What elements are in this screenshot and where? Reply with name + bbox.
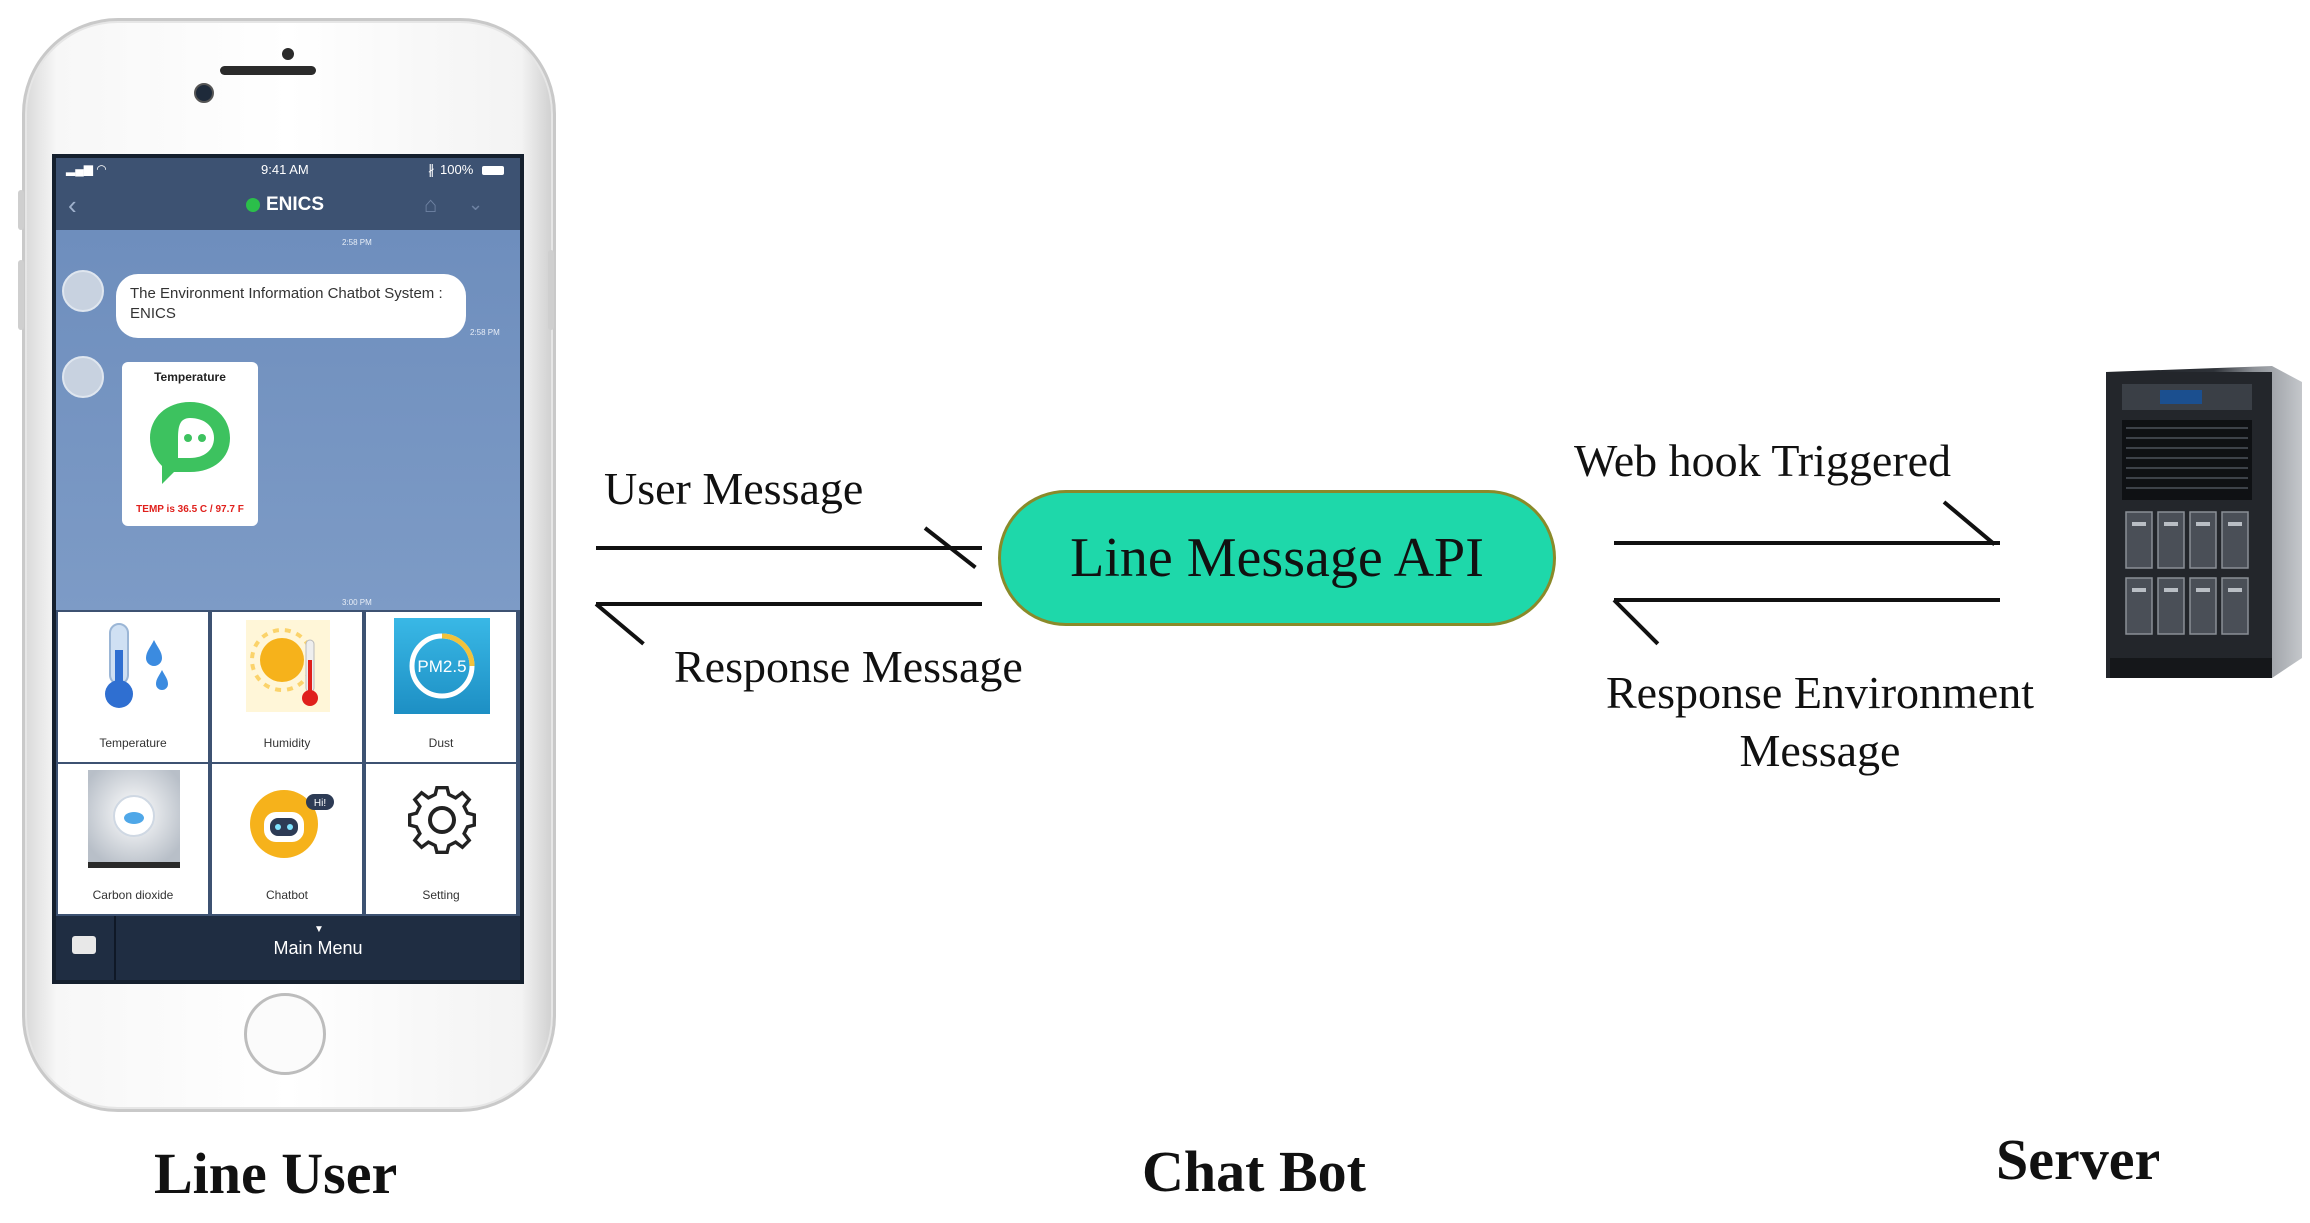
status-time: 9:41 AM [261, 162, 309, 177]
chat-header: ‹ ENICS ⌂ ⌄ [56, 182, 520, 230]
response-message-arrow [596, 602, 982, 606]
keyboard-icon [72, 936, 96, 954]
sun-thermometer-icon [246, 620, 330, 712]
pm25-icon: PM2.5 [394, 618, 490, 714]
battery-icon [482, 166, 504, 175]
webhook-arrow [1614, 541, 2000, 545]
home-button[interactable] [244, 993, 326, 1075]
response-environment-line1: Response Environment [1606, 667, 2034, 718]
menu-item-humidity[interactable]: Humidity [212, 612, 362, 762]
robot-icon: Hi! [250, 790, 334, 858]
menu-item-temperature[interactable]: Temperature [58, 612, 208, 762]
response-environment-line2: Message [1739, 725, 1901, 776]
proximity-sensor [282, 48, 294, 60]
response-environment-label: Response Environment Message [1540, 664, 2100, 780]
menu-item-chatbot[interactable]: Hi! Chatbot [212, 764, 362, 914]
gear-icon [407, 785, 477, 855]
response-environment-arrow [1614, 598, 2000, 602]
phone-mute-switch [18, 190, 24, 230]
menu-label: Chatbot [265, 888, 309, 902]
bot-avatar[interactable] [62, 270, 104, 312]
temperature-card[interactable]: Temperature TEMP is 36.5 C / 97.7 F [122, 362, 258, 526]
menu-item-dust[interactable]: PM2.5 Dust [366, 612, 516, 762]
caption-chat-bot: Chat Bot [1142, 1139, 1366, 1204]
server-tower-icon [2106, 366, 2302, 678]
menu-label: Setting [422, 888, 460, 902]
caption-line-user: Line User [154, 1141, 398, 1206]
timestamp: 3:00 PM [342, 598, 372, 607]
menu-label: Dust [428, 736, 454, 750]
menu-label: Humidity [263, 736, 311, 750]
caret-down-icon: ▼ [314, 924, 324, 935]
battery-percent: 100% [440, 162, 474, 177]
menu-label: Temperature [99, 736, 167, 750]
back-chevron-icon[interactable]: ‹ [68, 190, 77, 220]
webhook-label: Web hook Triggered [1574, 435, 1952, 486]
response-message-label: Response Message [674, 641, 1023, 692]
timestamp: 2:58 PM [470, 328, 500, 337]
card-title: Temperature [154, 370, 226, 384]
phone-volume-up [18, 260, 24, 330]
bot-avatar[interactable] [62, 356, 104, 398]
bubble-text: The Environment Information Chatbot Syst… [130, 285, 443, 322]
user-message-arrow [596, 546, 982, 550]
temperature-reading: TEMP is 36.5 C / 97.7 F [136, 504, 244, 515]
arrowhead [1612, 598, 1660, 646]
chevron-down-icon[interactable]: ⌄ [468, 194, 484, 214]
official-badge-icon [246, 198, 260, 212]
keyboard-toggle[interactable] [56, 916, 116, 980]
rich-menu: Temperature Humidity PM2.5 Dust [56, 610, 520, 916]
status-bar: ▂▄▆ ◠ 9:41 AM ∦ 100% [56, 158, 520, 182]
rich-menu-bar: ▼ Main Menu [56, 916, 520, 980]
chat-app-icon [150, 402, 230, 484]
arrowhead [594, 602, 645, 646]
cloud-icon [88, 770, 180, 868]
front-camera [194, 83, 214, 103]
hi-badge: Hi! [314, 798, 326, 809]
caption-server: Server [1996, 1127, 2161, 1192]
menu-item-carbon-dioxide[interactable]: Carbon dioxide [58, 764, 208, 914]
arrowhead [1942, 500, 1996, 546]
menu-label: Carbon dioxide [92, 888, 174, 902]
chat-bubble: The Environment Information Chatbot Syst… [116, 274, 466, 338]
line-message-api-box: Line Message API [998, 490, 1556, 626]
timestamp: 2:58 PM [342, 238, 372, 247]
main-menu-label[interactable]: Main Menu [273, 938, 363, 958]
earpiece-speaker [220, 66, 316, 75]
home-icon[interactable]: ⌂ [424, 192, 438, 217]
phone-screen: ▂▄▆ ◠ 9:41 AM ∦ 100% ‹ ENICS ⌂ ⌄ 2:58 PM… [52, 154, 524, 984]
chat-area: 2:58 PM The Environment Information Chat… [56, 230, 520, 610]
bluetooth-icon: ∦ [428, 162, 435, 177]
phone-power-button [548, 250, 554, 330]
thermometer-icon [105, 623, 168, 708]
pm25-badge: PM2.5 [417, 657, 466, 676]
api-label: Line Message API [1070, 527, 1484, 589]
chat-title: ENICS [266, 194, 325, 215]
user-message-label: User Message [604, 463, 864, 514]
signal-icon: ▂▄▆ ◠ [66, 162, 107, 176]
menu-item-setting[interactable]: Setting [366, 764, 516, 914]
